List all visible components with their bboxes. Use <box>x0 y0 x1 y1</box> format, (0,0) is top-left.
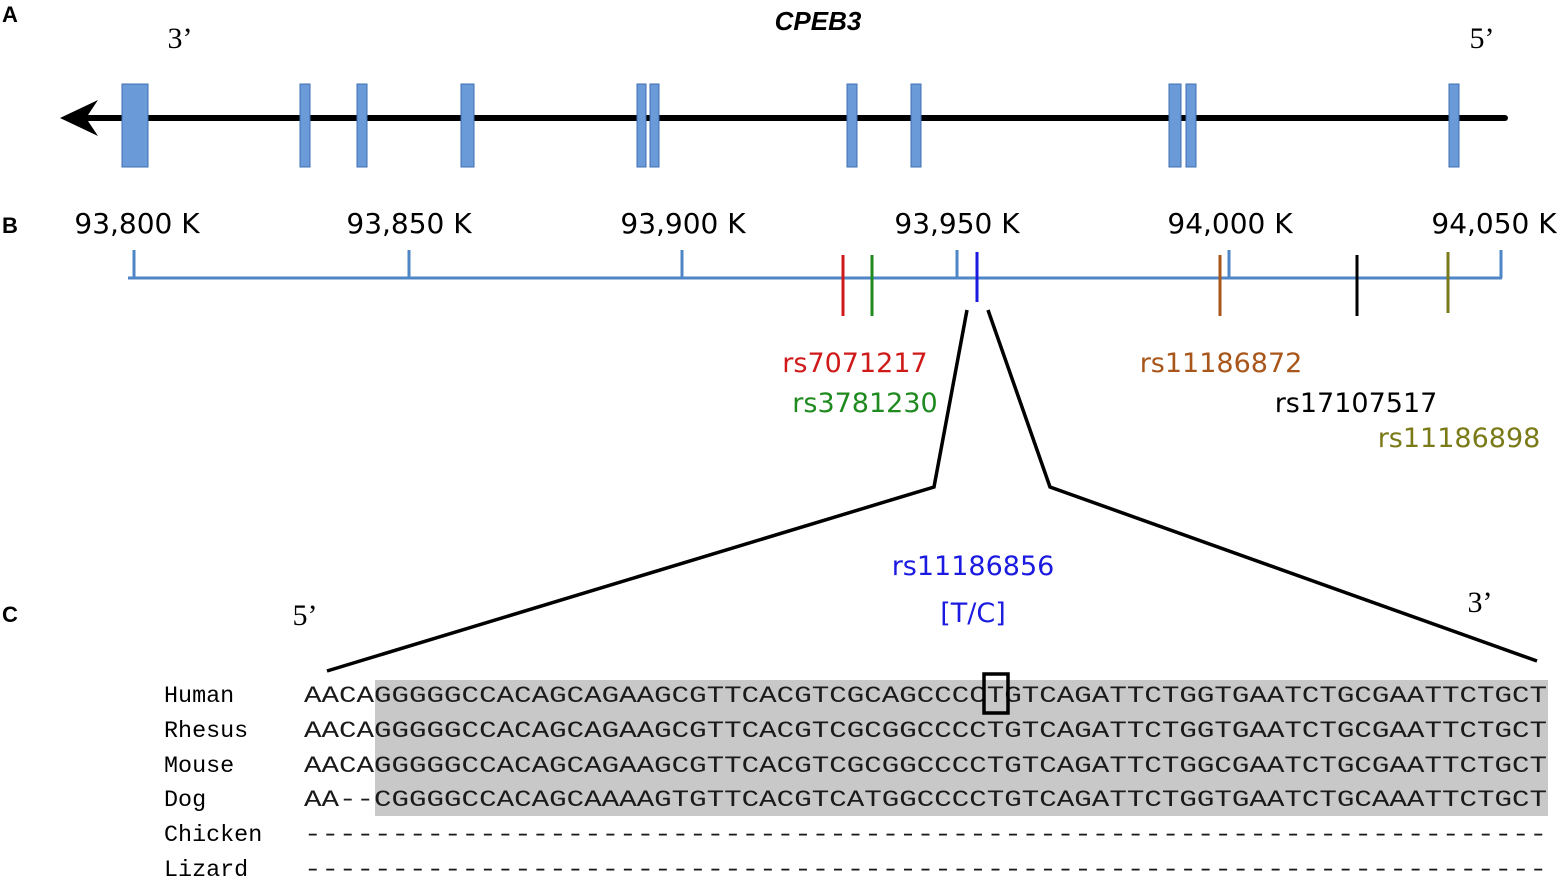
snp-label-rs11186898: rs11186898 <box>1378 423 1541 454</box>
exon-2 <box>299 83 311 168</box>
exon-4 <box>460 83 475 168</box>
species-label-rhesus: Rhesus <box>164 719 248 745</box>
conserved-region-highlight <box>375 680 1548 816</box>
species-label-dog: Dog <box>164 788 206 814</box>
ruler-tick-label-94000: 94,000 K <box>1167 207 1293 240</box>
sequence-dog: AA--CGGGGCCACAGCAAAAGTGTTCACGTCATGGCCCCT… <box>304 788 1547 814</box>
sequence-human: AACAGGGGGCCACAGCAGAAGCGTTCACGTCGCAGCCCCT… <box>304 684 1547 710</box>
zoom-allele-label: [T/C] <box>940 598 1006 629</box>
exon-6 <box>649 83 660 168</box>
ruler-tick-label-94050: 94,050 K <box>1431 207 1557 240</box>
exon-3 <box>356 83 368 168</box>
gene-direction-arrowhead <box>60 100 98 136</box>
sequence-lizard: ----------------------------------------… <box>304 858 1547 880</box>
ruler-tick-label-93850: 93,850 K <box>346 207 472 240</box>
variant-base-box <box>982 672 1010 715</box>
exon-8 <box>910 83 922 168</box>
exon-1 <box>121 83 149 168</box>
zoom-5prime-label: 5’ <box>293 599 318 632</box>
species-label-mouse: Mouse <box>164 754 234 780</box>
sequence-mouse: AACAGGGGGCCACAGCAGAAGCGTTCACGTCGCGGCCCCT… <box>304 754 1547 780</box>
exon-11 <box>1448 83 1460 168</box>
gene-3prime-label: 3’ <box>168 22 193 55</box>
panel-label-b: B <box>2 213 18 238</box>
snp-label-rs3781230: rs3781230 <box>792 388 937 419</box>
species-label-chicken: Chicken <box>164 823 262 849</box>
gene-5prime-label: 5’ <box>1470 22 1495 55</box>
sequence-chicken: ----------------------------------------… <box>304 823 1547 849</box>
ruler-tick-label-93800: 93,800 K <box>74 207 200 240</box>
gene-title: CPEB3 <box>775 6 862 36</box>
panel-label-c: C <box>2 602 18 627</box>
snp-label-rs17107517: rs17107517 <box>1275 388 1438 419</box>
exon-10 <box>1185 83 1197 168</box>
ruler-tick-label-93950: 93,950 K <box>894 207 1020 240</box>
exon-9 <box>1168 83 1182 168</box>
genomic-ruler <box>128 250 1503 280</box>
snp-label-rs7071217: rs7071217 <box>782 348 927 379</box>
exon-group <box>121 83 1460 168</box>
zoom-snp-label: rs11186856 <box>892 551 1055 582</box>
zoom-3prime-label: 3’ <box>1468 586 1493 619</box>
ruler-tick-label-93900: 93,900 K <box>620 207 746 240</box>
panel-label-a: A <box>2 2 18 27</box>
snp-label-rs11186872: rs11186872 <box>1140 348 1303 379</box>
zoom-callout-right <box>986 309 1538 663</box>
zoom-callout-left <box>326 309 969 673</box>
exon-7 <box>846 83 858 168</box>
species-label-human: Human <box>164 684 234 710</box>
sequence-rhesus: AACAGGGGGCCACAGCAGAAGCGTTCACGTCGCGGCCCCT… <box>304 719 1547 745</box>
species-label-lizard: Lizard <box>164 858 248 880</box>
exon-5 <box>636 83 647 168</box>
